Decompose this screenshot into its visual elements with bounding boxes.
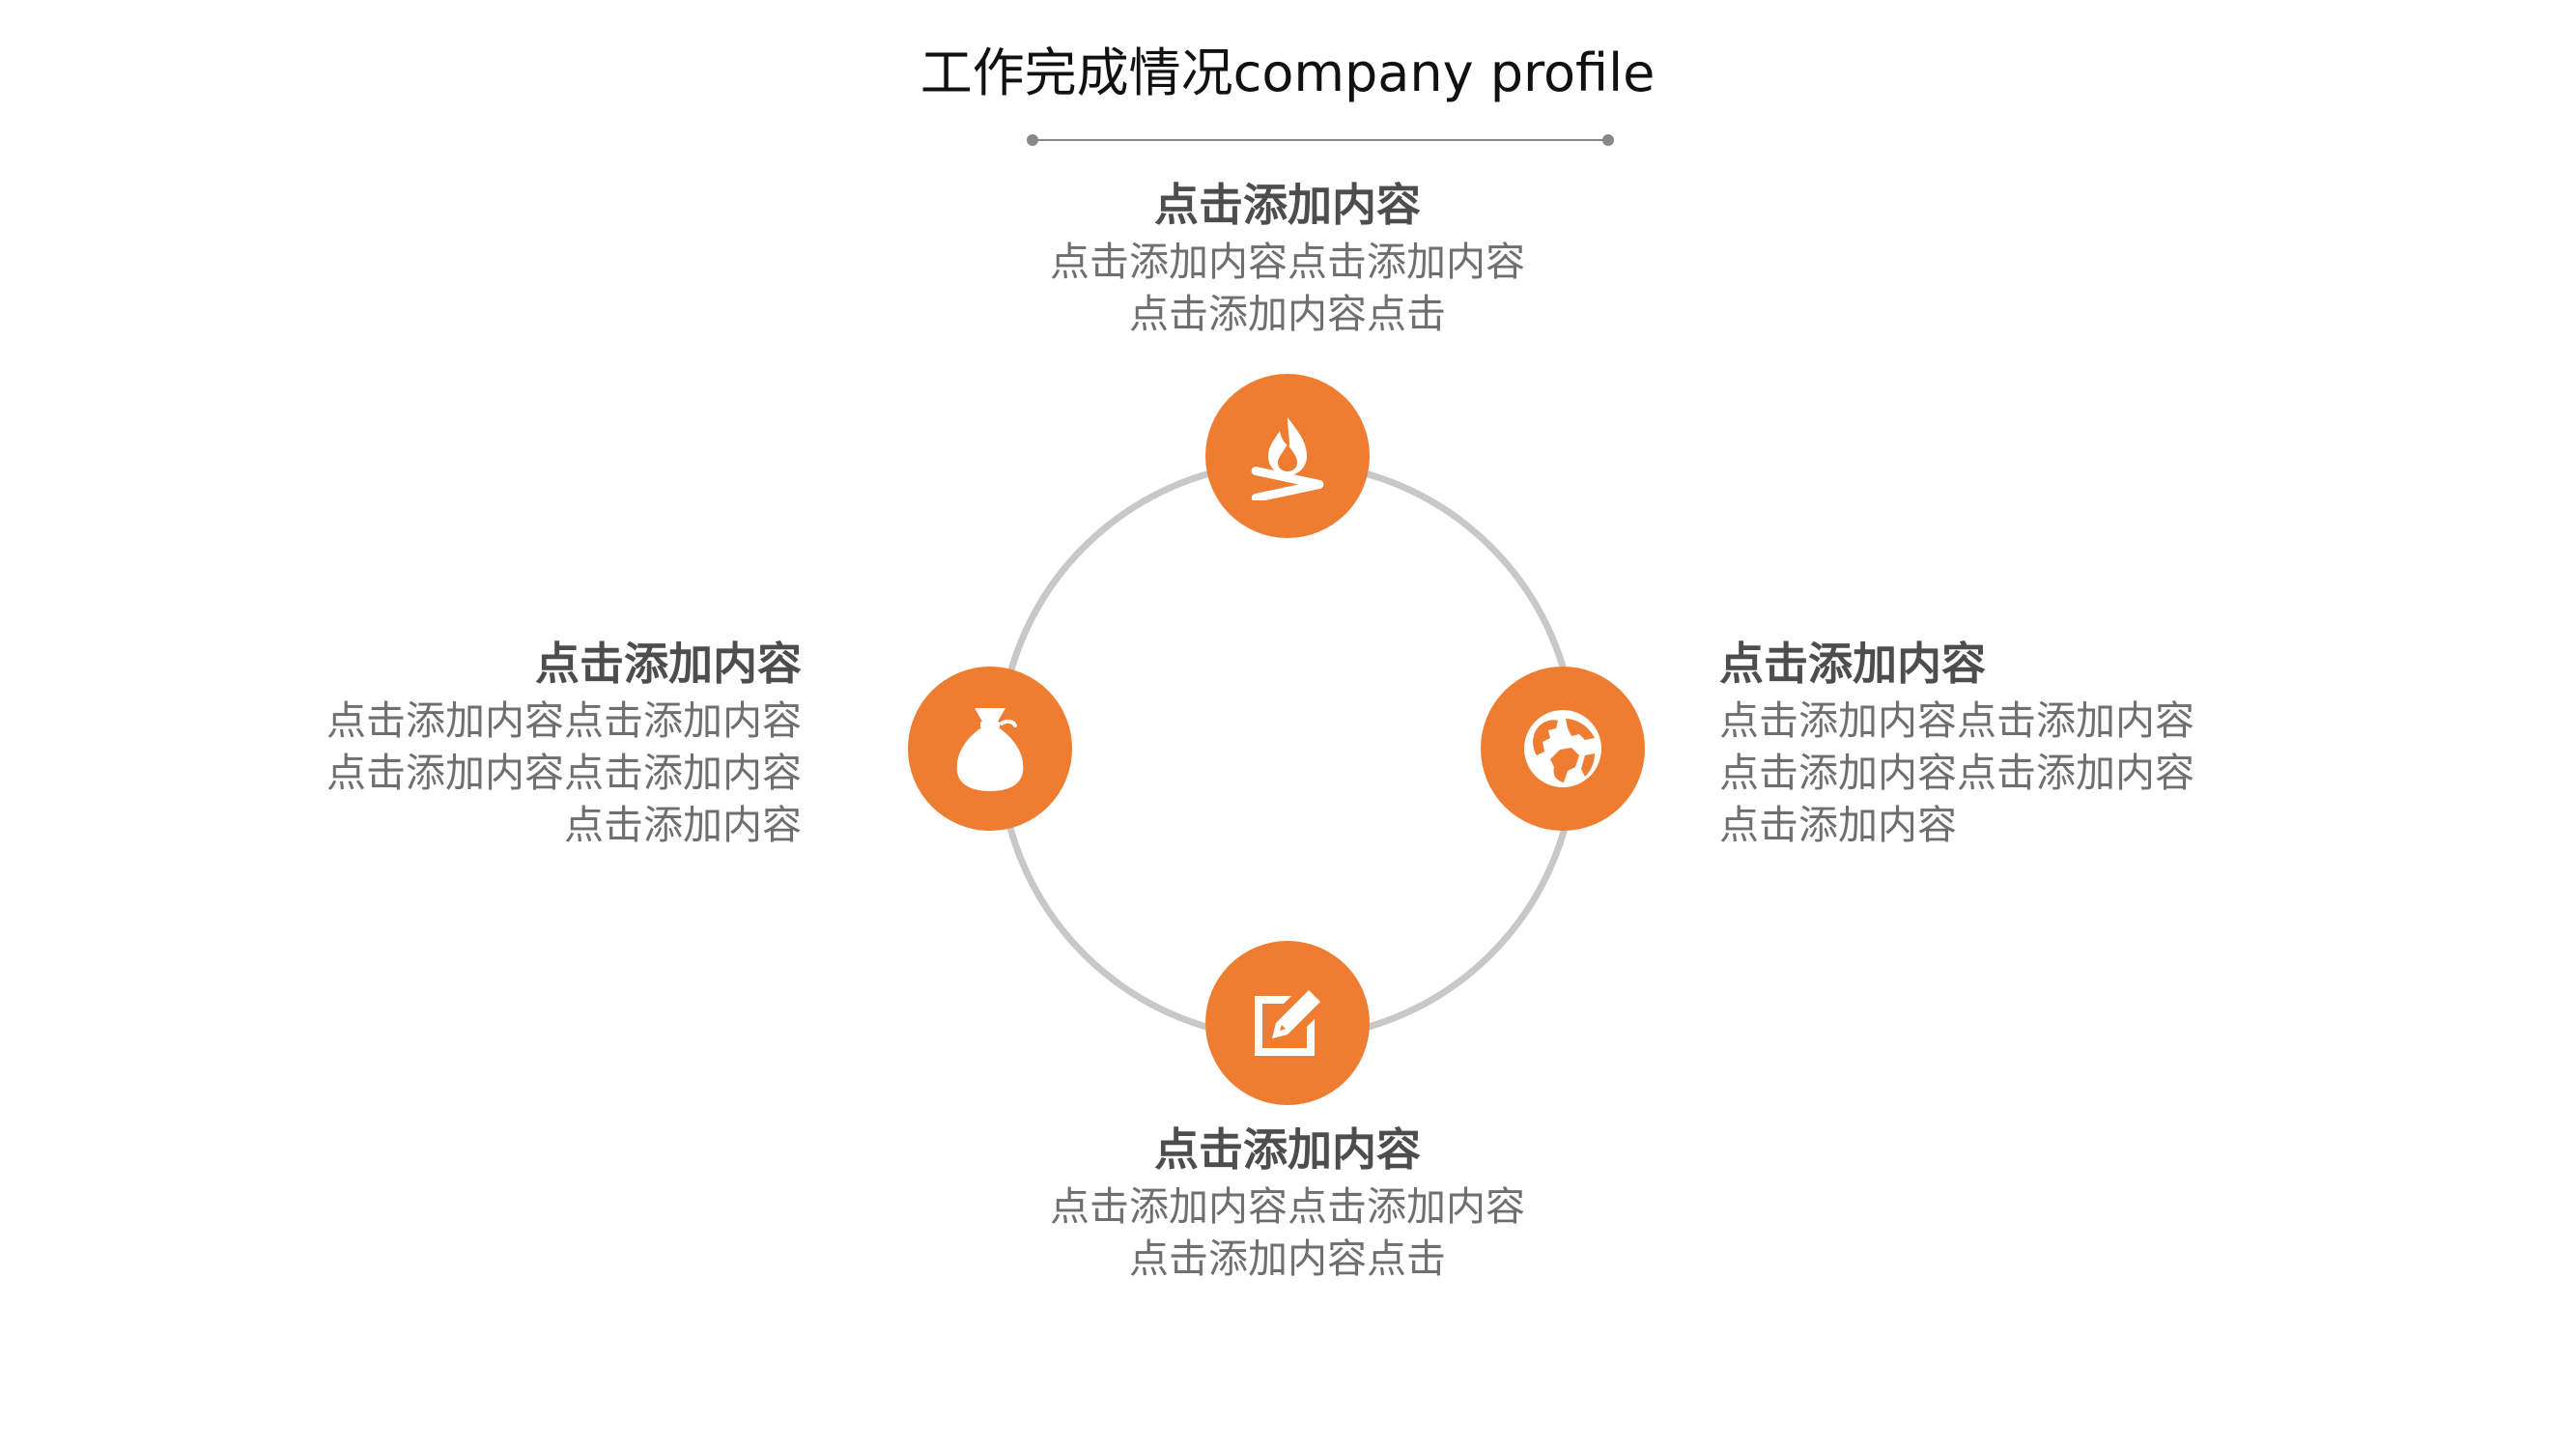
- item-text-line: 点击添加内容: [1719, 802, 1957, 848]
- item-text-line: 点击添加内容点击添加内容: [1050, 239, 1525, 285]
- node-right: [1481, 667, 1645, 831]
- page-title: 工作完成情况company profile: [920, 43, 1656, 103]
- item-heading: 点击添加内容: [1719, 638, 1986, 690]
- edit-icon: [1255, 990, 1320, 1056]
- node-left: [908, 667, 1072, 831]
- money-bag-icon: [956, 708, 1024, 791]
- globe-icon: [1524, 710, 1601, 787]
- text-block-bottom: 点击添加内容 点击添加内容点击添加内容 点击添加内容点击: [949, 1119, 1626, 1285]
- item-heading: 点击添加内容: [1154, 1123, 1421, 1176]
- item-text-line: 点击添加内容: [564, 802, 802, 848]
- text-block-top: 点击添加内容 点击添加内容点击添加内容 点击添加内容点击: [949, 174, 1626, 340]
- text-block-left: 点击添加内容 点击添加内容点击添加内容 点击添加内容点击添加内容 点击添加内容: [193, 633, 802, 851]
- item-text-line: 点击添加内容点击: [1129, 291, 1446, 337]
- item-text-line: 点击添加内容点击添加内容: [1719, 750, 2194, 796]
- item-heading: 点击添加内容: [1154, 179, 1421, 231]
- title-divider: [1031, 139, 1610, 141]
- divider-dot-left: [1027, 134, 1038, 146]
- item-text-line: 点击添加内容点击: [1129, 1236, 1446, 1282]
- item-text-line: 点击添加内容点击添加内容: [326, 750, 802, 796]
- item-text-line: 点击添加内容点击添加内容: [1719, 697, 2194, 744]
- divider-dot-right: [1602, 134, 1614, 146]
- item-text-line: 点击添加内容点击添加内容: [326, 697, 802, 744]
- campfire-icon: [1251, 417, 1324, 500]
- node-bottom: [1205, 941, 1370, 1105]
- item-text-line: 点击添加内容点击添加内容: [1050, 1183, 1525, 1230]
- text-block-right: 点击添加内容 点击添加内容点击添加内容 点击添加内容点击添加内容 点击添加内容: [1719, 633, 2194, 851]
- node-top: [1205, 374, 1370, 538]
- item-heading: 点击添加内容: [535, 638, 802, 690]
